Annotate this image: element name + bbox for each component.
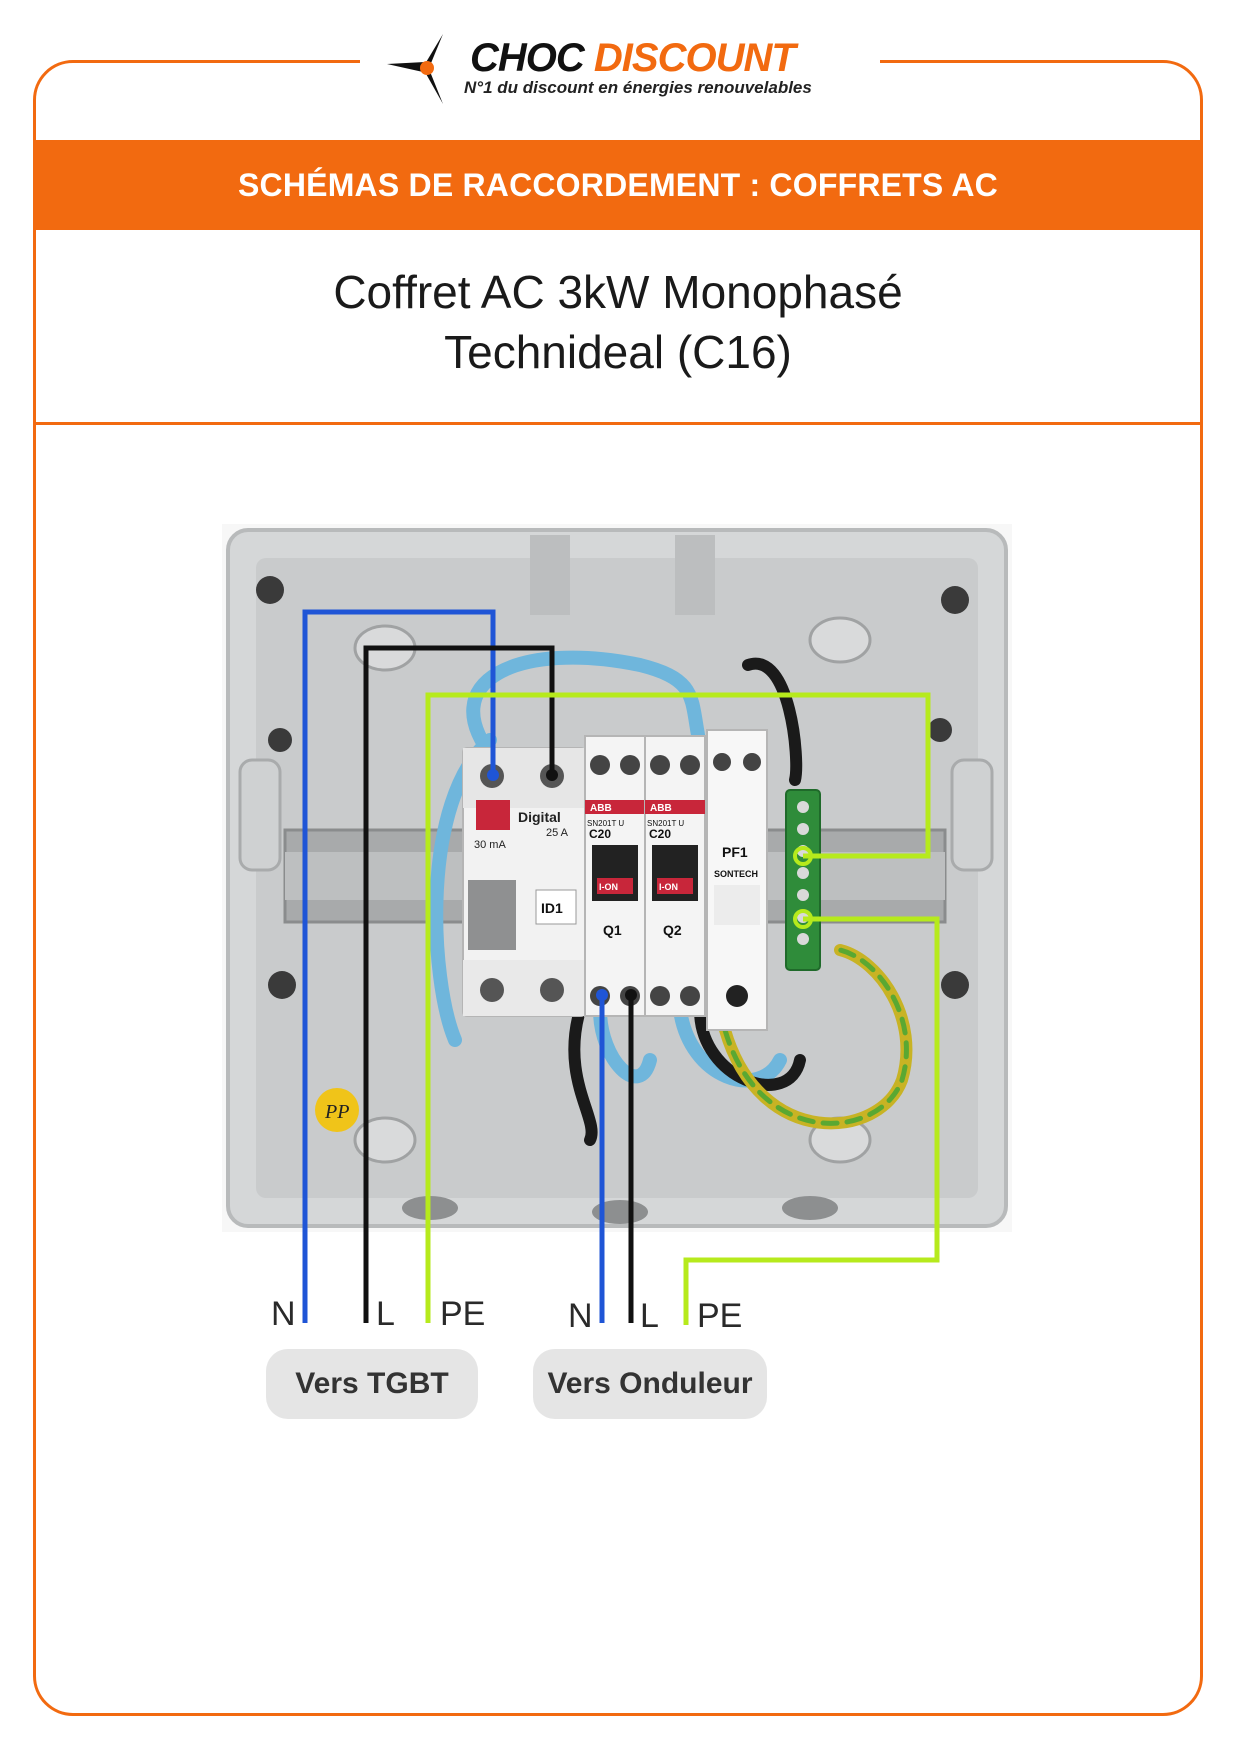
inverter-label-l: L [640,1297,659,1335]
id1-sensitivity: 30 mA [474,839,506,851]
id1-rating: 25 A [546,827,569,839]
q2-state: I-ON [659,882,678,892]
inverter-label-n: N [568,1297,593,1335]
earth-terminal-bar [785,789,821,971]
q2-curve: C20 [649,827,671,841]
q1-curve: C20 [589,827,611,841]
internal-cables [429,650,913,1146]
q1-label: Q1 [603,922,622,938]
tgbt-label-l: L [376,1295,395,1333]
brand-name: CHOC DISCOUNT [470,36,796,81]
inverter-label-pe: PE [697,1297,743,1335]
enclosure-marking: PP [324,1101,349,1123]
inverter-earth-wire [683,916,940,1325]
destination-inverter: Vers Onduleur [533,1349,767,1419]
pf1-label: PF1 [722,844,748,860]
page-title: Coffret AC 3kW Monophasé Technideal (C16… [33,262,1203,382]
circuit-breaker-q2: ABB SN201T U C20 I-ON Q2 [644,735,706,1017]
tgbt-earth-wire [425,692,931,1323]
circuit-breaker-q1: ABB SN201T U C20 I-ON Q1 [584,735,646,1017]
q2-model: SN201T U [647,819,684,828]
mounting-holes [256,576,969,1224]
surge-protector-pf1: PF1 SONTECH [706,729,768,1031]
wire-overlay [302,609,940,1325]
tgbt-label-pe: PE [440,1295,486,1333]
brand-name-part2: DISCOUNT [593,36,796,80]
q2-label: Q2 [663,922,682,938]
title-divider [33,422,1203,425]
wind-turbine-icon [387,34,443,104]
brand-logo: CHOC DISCOUNT N°1 du discount en énergie… [360,20,880,110]
brand-tagline: N°1 du discount en énergies renouvelable… [464,78,812,97]
wire-endpoints [487,769,813,1001]
title-line-1: Coffret AC 3kW Monophasé [333,266,903,318]
destination-tgbt: Vers TGBT [266,1349,478,1419]
q2-brand: ABB [650,803,672,814]
q1-state: I-ON [599,882,618,892]
title-line-2: Technideal (C16) [444,326,792,378]
pf1-brand: SONTECH [714,869,758,879]
q1-model: SN201T U [587,819,624,828]
enclosure-marking-sticker [315,1088,359,1132]
q1-brand: ABB [590,803,612,814]
id1-label: ID1 [541,900,563,916]
id1-brand: Digital [518,809,561,825]
tgbt-live-wire [363,645,555,1323]
differential-switch-id1: Digital 30 mA 25 A ID1 [462,747,586,1017]
section-banner: SCHÉMAS DE RACCORDEMENT : COFFRETS AC [33,140,1203,230]
tgbt-label-n: N [271,1295,296,1333]
brand-name-part1: CHOC [470,36,585,80]
